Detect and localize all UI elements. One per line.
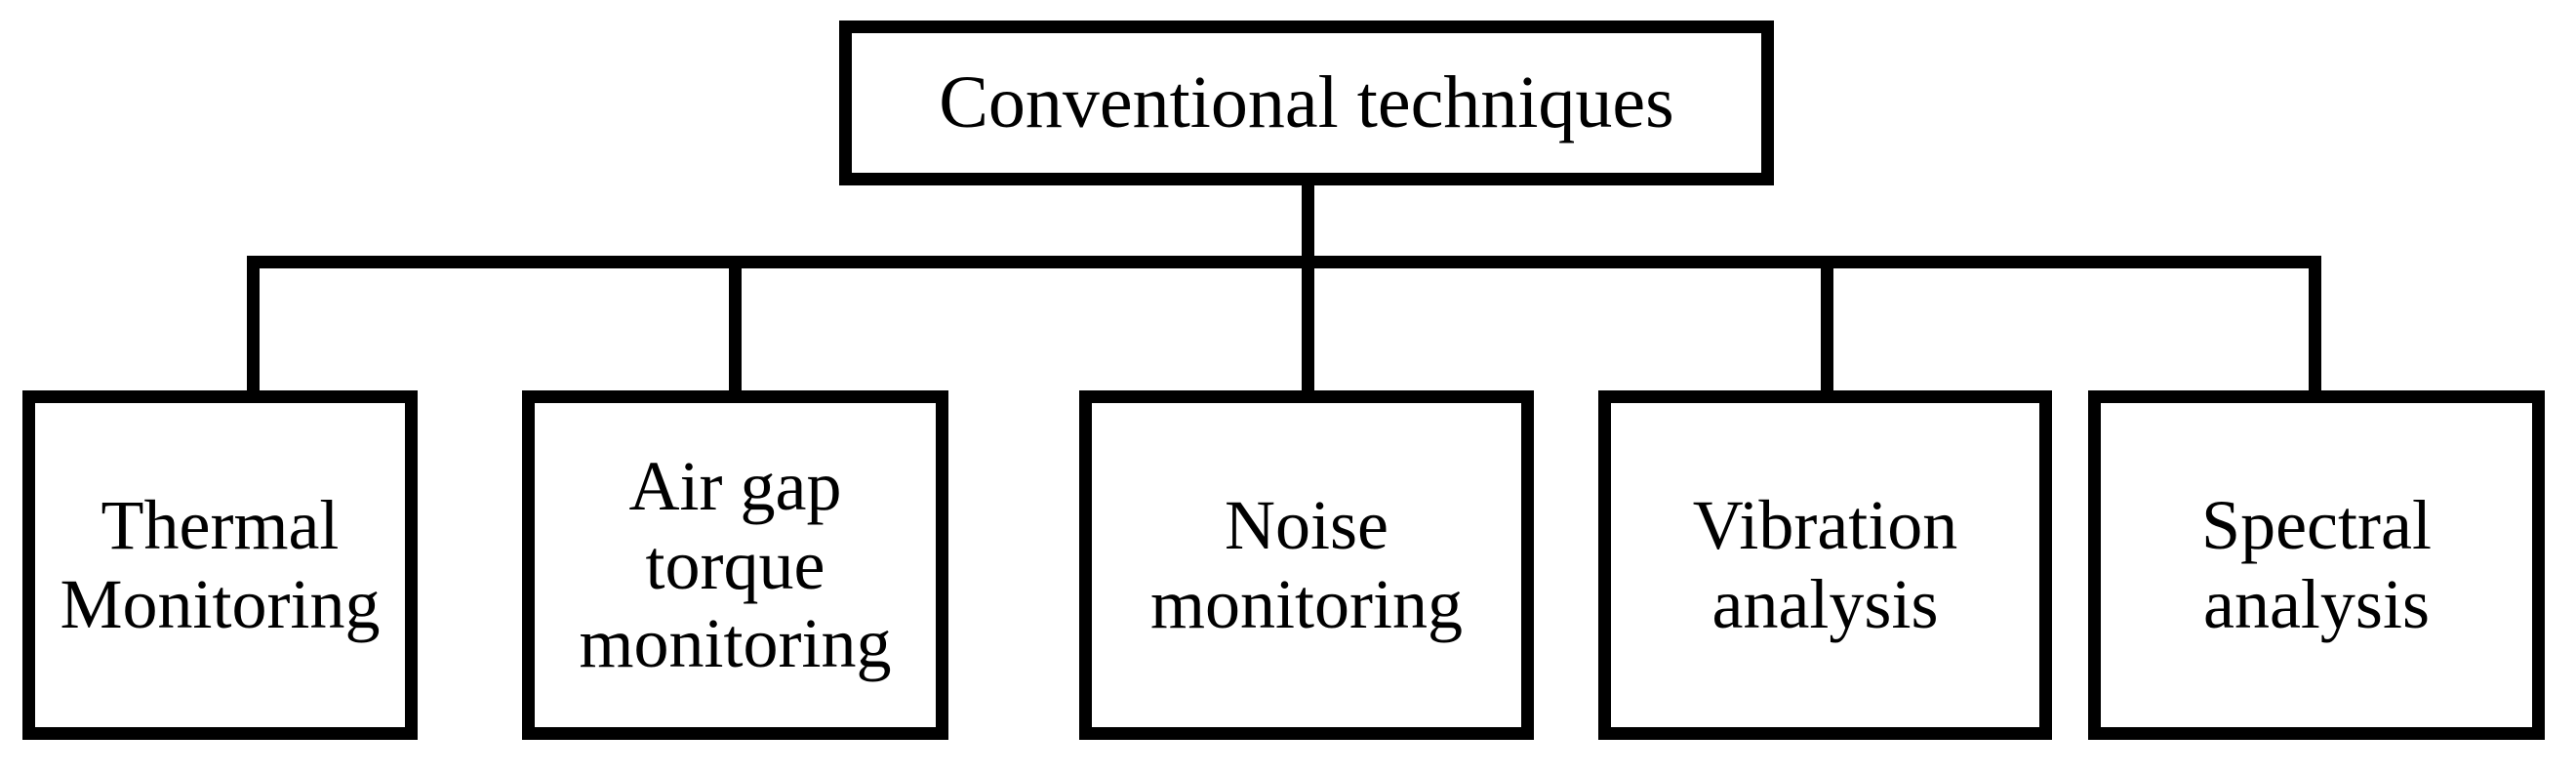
node-root-label: Conventional techniques (939, 61, 1674, 143)
connector-drop-noise-monitoring (1302, 256, 1314, 390)
node-thermal-monitoring-label: Thermal Monitoring (60, 486, 381, 643)
connector-drop-thermal-monitoring (247, 256, 260, 390)
node-noise-monitoring[interactable]: Noise monitoring (1079, 390, 1534, 740)
connector-drop-air-gap-torque-monitoring (729, 256, 742, 390)
connector-drop-vibration-analysis (1821, 256, 1833, 390)
node-noise-monitoring-label: Noise monitoring (1150, 486, 1463, 643)
node-air-gap-torque-monitoring[interactable]: Air gap torque monitoring (522, 390, 948, 740)
node-vibration-analysis-label: Vibration analysis (1692, 486, 1958, 643)
connector-horizontal-bus (247, 256, 2321, 268)
connector-drop-spectral-analysis (2309, 256, 2321, 390)
node-air-gap-torque-monitoring-label: Air gap torque monitoring (579, 447, 892, 683)
node-conventional-techniques[interactable]: Conventional techniques (839, 20, 1774, 185)
node-thermal-monitoring[interactable]: Thermal Monitoring (22, 390, 418, 740)
node-spectral-analysis-label: Spectral analysis (2201, 486, 2432, 643)
node-vibration-analysis[interactable]: Vibration analysis (1598, 390, 2052, 740)
node-spectral-analysis[interactable]: Spectral analysis (2088, 390, 2545, 740)
